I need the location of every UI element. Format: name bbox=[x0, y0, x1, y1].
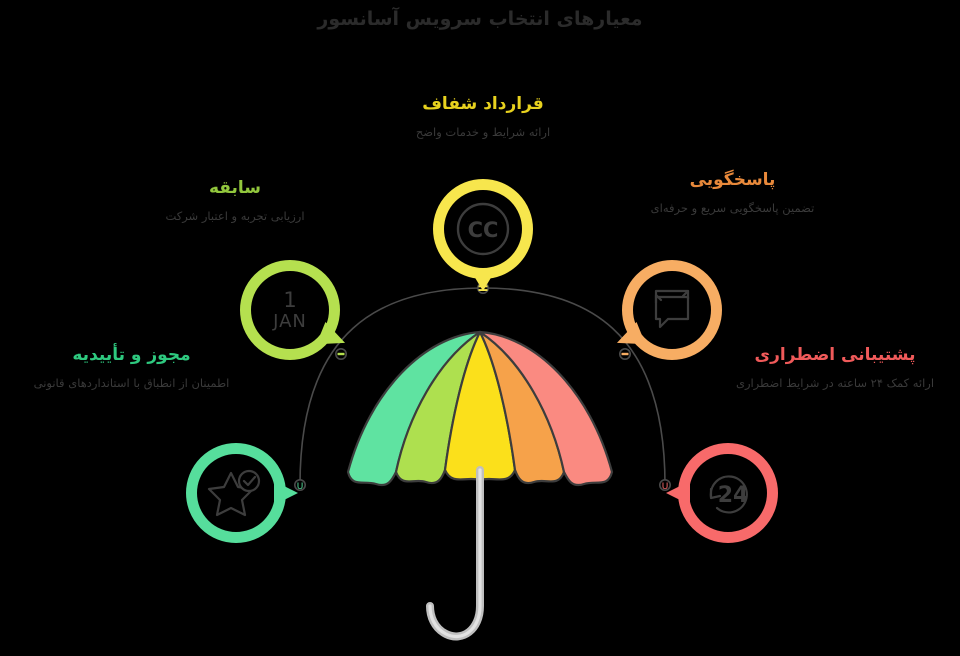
node-ring-track-record bbox=[240, 260, 340, 360]
node-ring-license-certification bbox=[186, 443, 286, 543]
umbrella-illustration bbox=[346, 330, 614, 641]
subtitle-responsiveness: تضمین پاسخگویی سریع و حرفه‌ای bbox=[650, 201, 815, 216]
heading-responsiveness: پاسخگویی bbox=[689, 170, 776, 190]
star-check-icon bbox=[186, 443, 286, 543]
heading-track-record: سابقه bbox=[208, 178, 262, 198]
clock-24-label: 24 bbox=[718, 483, 749, 508]
cc-badge-label: CC bbox=[468, 218, 499, 242]
heading-emergency-support: پشتیبانی اضطراری bbox=[754, 345, 916, 365]
node-track-record[interactable]: 1 JAN bbox=[240, 260, 350, 360]
heading-license-certification: مجوز و تأییدیه bbox=[72, 345, 191, 365]
calendar-day-label: 1 bbox=[283, 287, 297, 312]
page-title: معیارهای انتخاب سرویس آسانسور bbox=[317, 8, 643, 30]
node-ring-emergency-support bbox=[678, 443, 778, 543]
cc-badge-icon: CC bbox=[433, 179, 533, 279]
umbrella-handle-highlight bbox=[428, 468, 482, 638]
text-block-emergency-support: پشتیبانی اضطراری ارائه کمک ۲۴ ساعته در ش… bbox=[720, 345, 950, 393]
clock-24-icon: 24 bbox=[678, 443, 778, 543]
umbrella-handle bbox=[426, 466, 484, 641]
subtitle-transparent-contract: ارائه شرایط و خدمات واضح bbox=[415, 125, 551, 140]
node-responsiveness[interactable] bbox=[612, 260, 722, 360]
text-block-track-record: سابقه ارزیابی تجربه و اعتبار شرکت bbox=[120, 178, 350, 226]
text-block-responsiveness: پاسخگویی تضمین پاسخگویی سریع و حرفه‌ای bbox=[615, 170, 850, 218]
chat-reply-icon bbox=[622, 260, 722, 360]
node-emergency-support[interactable]: 24 bbox=[666, 443, 778, 543]
text-block-transparent-contract: قرارداد شفاف ارائه شرایط و خدمات واضح bbox=[333, 94, 633, 142]
calendar-icon: 1 JAN bbox=[240, 260, 340, 360]
arc-dot-left-lower-fill: U bbox=[297, 482, 304, 492]
arc-dot-right-lower-fill: U bbox=[662, 482, 669, 492]
subtitle-track-record: ارزیابی تجربه و اعتبار شرکت bbox=[165, 209, 305, 224]
text-block-license-certification: مجوز و تأییدیه اطمینان از انطباق با استا… bbox=[24, 345, 239, 393]
node-ring-responsiveness bbox=[622, 260, 722, 360]
umbrella-panel-5 bbox=[478, 330, 614, 487]
node-ring-transparent-contract bbox=[433, 179, 533, 279]
heading-transparent-contract: قرارداد شفاف bbox=[422, 94, 544, 114]
calendar-month-label: JAN bbox=[273, 310, 307, 332]
subtitle-license-certification: اطمینان از انطباق با استانداردهای قانونی bbox=[33, 376, 230, 391]
node-license-certification[interactable] bbox=[186, 443, 298, 543]
subtitle-emergency-support: ارائه کمک ۲۴ ساعته در شرایط اضطراری bbox=[735, 376, 935, 391]
node-transparent-contract[interactable]: CC bbox=[433, 179, 533, 291]
